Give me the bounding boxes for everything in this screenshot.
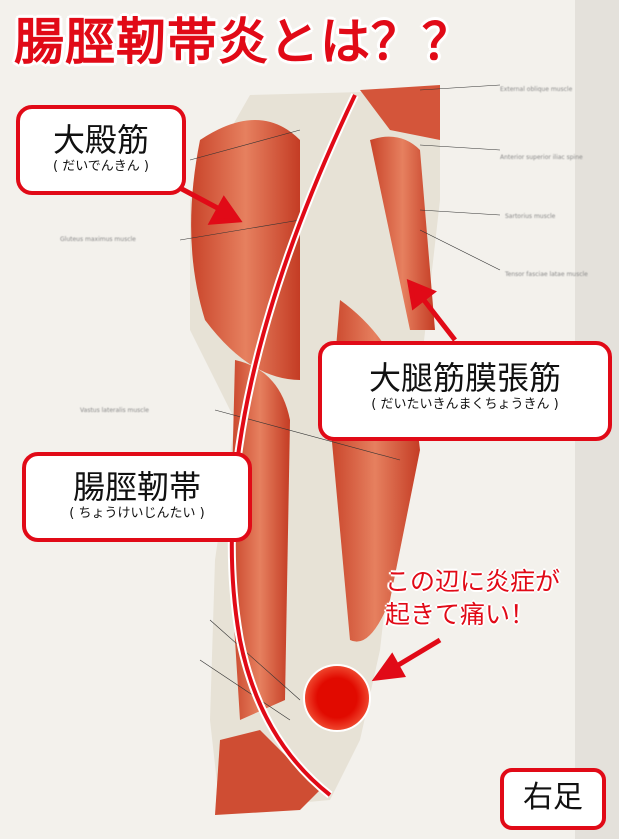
- biceps-femoris: [230, 360, 290, 720]
- page-title: 腸脛靭帯炎とは？？: [14, 13, 473, 71]
- label-sub: ( だいたいきんまくちょうきん ): [371, 397, 559, 412]
- note-line: この辺に炎症が: [385, 567, 561, 596]
- inflammation-spot: [303, 664, 371, 732]
- bg-label: Anterior superior iliac spine: [500, 154, 583, 161]
- label-main: 大腿筋膜張筋: [368, 359, 561, 397]
- label-main: 大殿筋: [52, 121, 149, 159]
- label-sub: ( ちょうけいじんたい ): [69, 506, 205, 521]
- bg-label: External oblique muscle: [500, 86, 573, 93]
- note-line: 起きて痛い！: [385, 600, 536, 629]
- bg-label: Vastus lateralis muscle: [80, 407, 149, 414]
- label-iliotibial-band: 腸脛靭帯 ( ちょうけいじんたい ): [22, 452, 252, 542]
- label-sub: ( だいでんきん ): [52, 159, 150, 174]
- lower-leg: [215, 730, 320, 815]
- bg-label: Sartorius muscle: [505, 213, 556, 220]
- label-tensor-fasciae-latae: 大腿筋膜張筋 ( だいたいきんまくちょうきん ): [318, 341, 612, 441]
- leader-lines: [179, 84, 501, 721]
- label-gluteus-maximus: 大殿筋 ( だいでんきん ): [16, 105, 186, 195]
- arrows: [178, 185, 457, 682]
- label-main: 腸脛靭帯: [72, 468, 201, 506]
- bg-label: Gluteus maximus muscle: [60, 236, 136, 243]
- label-right-leg: 右足: [500, 768, 606, 830]
- label-main: 右足: [523, 780, 583, 815]
- bg-label: Tensor fasciae latae muscle: [505, 271, 588, 278]
- tensor-fasciae-latae: [370, 136, 435, 330]
- inflammation-note: この辺に炎症が 起きて痛い！: [385, 565, 560, 631]
- external-oblique: [360, 85, 440, 140]
